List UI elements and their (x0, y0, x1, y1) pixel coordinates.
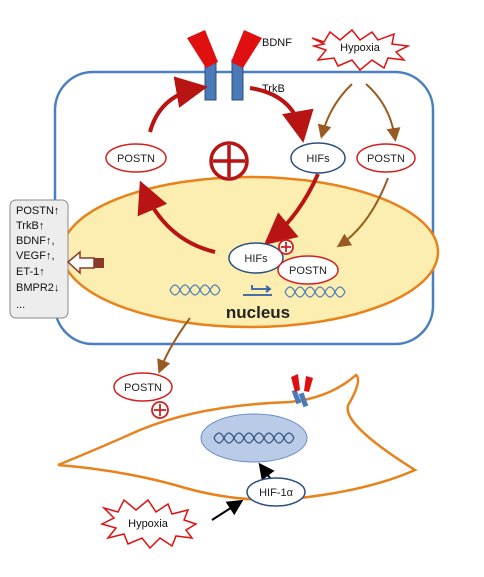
svg-text:POSTN↑: POSTN↑ (16, 205, 59, 217)
secreted-plus-icon (151, 401, 169, 419)
arrow-hif-to-nucleus (258, 462, 275, 481)
upregulated-genes-box: POSTN↑ TrkB↑ BDNF↑, VEGF↑, ET-1↑ BMPR2↓ … (9, 199, 69, 319)
arrow-hypoxia-to-hif (211, 499, 244, 521)
svg-text:POSTN: POSTN (367, 153, 405, 165)
svg-text:Hypoxia: Hypoxia (128, 518, 169, 530)
dna-helix-right (284, 286, 346, 298)
transcription-start-icon (243, 285, 272, 296)
secreted-postn-oval: POSTN (113, 372, 173, 402)
svg-text:TrkB↑: TrkB↑ (16, 220, 44, 232)
bdnf-label: BDNF (262, 37, 292, 49)
svg-text:ET-1↑: ET-1↑ (16, 266, 45, 278)
hif1a-oval: HIF-1α (246, 477, 306, 507)
arrow-postn-to-trkb (148, 76, 208, 133)
svg-text:POSTN: POSTN (289, 265, 327, 277)
postn-left-oval: POSTN (105, 143, 167, 173)
fibroblast-receptor (291, 374, 313, 408)
svg-text:...: ... (16, 299, 25, 311)
svg-text:POSTN: POSTN (117, 153, 155, 165)
svg-text:BDNF↑,: BDNF↑, (16, 235, 55, 247)
svg-text:HIF-1α: HIF-1α (259, 487, 294, 499)
svg-text:BMPR2↓: BMPR2↓ (16, 282, 59, 294)
svg-text:HIFs: HIFs (306, 153, 330, 165)
fibroblast-dna-helix (213, 432, 295, 444)
arrow-hifs-to-nucleus (263, 173, 320, 246)
svg-text:POSTN: POSTN (124, 382, 162, 394)
nucleus-label: nucleus (226, 303, 290, 322)
bdnf-ligand (187, 30, 262, 68)
svg-text:Hypoxia: Hypoxia (340, 42, 381, 54)
arrow-postn-to-nucleus (336, 177, 389, 248)
nucleus-plus-icon (278, 239, 294, 255)
arrow-trkb-to-hifs (249, 86, 314, 143)
arrow-secretion (157, 317, 191, 374)
arrow-hypoxia-to-postn (365, 83, 401, 142)
hypoxia-burst-bottom: Hypoxia (99, 498, 198, 550)
nucleus-hifs-oval: HIFs (228, 242, 284, 274)
block-arrow-to-box (66, 250, 104, 275)
positive-feedback-icon (209, 141, 249, 181)
hifs-oval: HIFs (290, 142, 346, 174)
svg-text:VEGF↑,: VEGF↑, (16, 250, 55, 262)
nucleus-postn-oval: POSTN (277, 255, 339, 285)
svg-text:HIFs: HIFs (244, 253, 268, 265)
arrow-nucleus-to-postn (137, 180, 216, 254)
dna-helix-left (169, 284, 221, 296)
arrow-hypoxia-to-hifs (317, 83, 353, 139)
hypoxia-burst-top: Hypoxia (311, 28, 411, 72)
postn-right-oval: POSTN (356, 143, 416, 173)
